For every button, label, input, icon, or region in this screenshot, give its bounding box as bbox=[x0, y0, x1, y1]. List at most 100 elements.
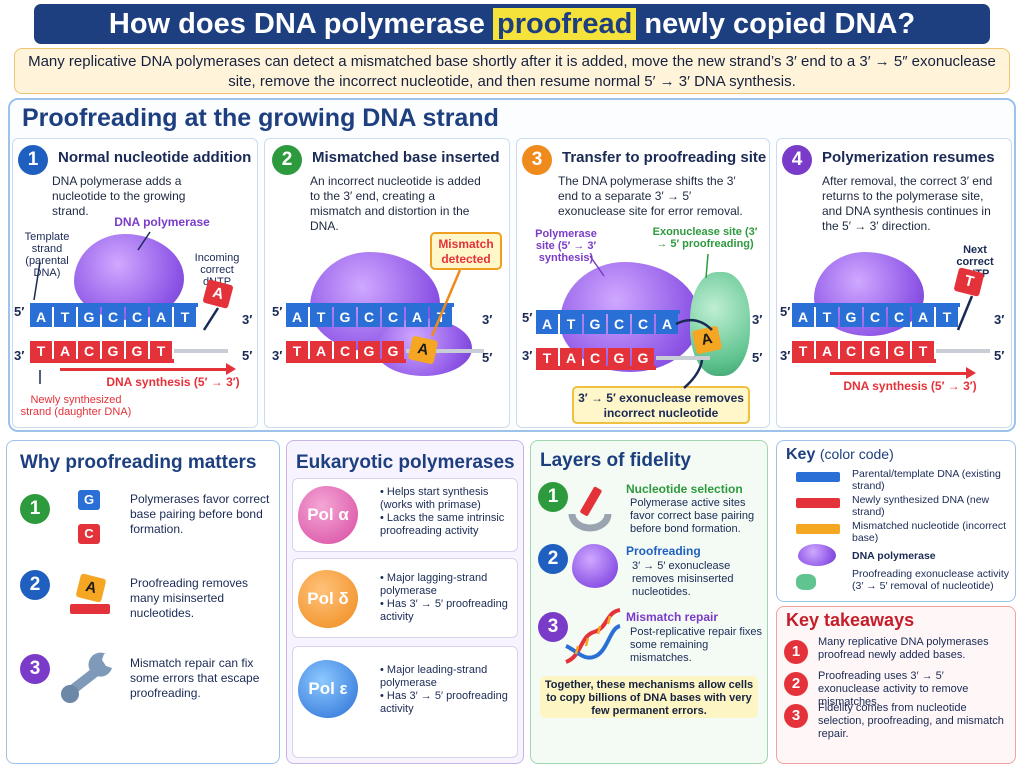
s3-end-5b: 5′ bbox=[752, 350, 763, 365]
exonuclease-site-label: Exonuclease site (3′ → 5′ proofreading) bbox=[652, 226, 758, 250]
new-strand-base: G bbox=[888, 341, 910, 361]
template-strand-base: C bbox=[864, 307, 886, 327]
page-title: How does DNA polymerase proofread newly … bbox=[34, 4, 990, 44]
layer-2-num: 2 bbox=[538, 544, 568, 574]
takeaway-1-num: 1 bbox=[784, 640, 808, 664]
template-strand-base: A bbox=[150, 307, 172, 327]
pol-alpha-b2: Lacks the same intrinsic proofreading ac… bbox=[380, 512, 505, 537]
template-strand-base: C bbox=[382, 307, 404, 327]
takeaway-1-text: Many replicative DNA polymerases proofre… bbox=[818, 636, 989, 661]
step-3-title: Transfer to proofreading site bbox=[562, 149, 767, 166]
new-strand-base: C bbox=[334, 341, 356, 361]
template-overhang bbox=[174, 349, 228, 353]
new-strand-base: T bbox=[286, 341, 308, 361]
template-strand-base: G bbox=[334, 307, 356, 327]
new-strand-base: C bbox=[78, 341, 100, 361]
new-strand-base: G bbox=[358, 341, 380, 361]
new-strand-base: T bbox=[912, 341, 934, 361]
s2-end-5b: 5′ bbox=[482, 350, 493, 365]
template-strand-base: T bbox=[54, 307, 76, 327]
s4-end-5: 5′ bbox=[780, 304, 791, 319]
new-strand-base: A bbox=[310, 341, 332, 361]
pol-delta-b1: Major lagging-strand polymerase bbox=[380, 572, 488, 597]
template-strand-base: T bbox=[816, 307, 838, 327]
polymerase-site-label: Polymerase site (5′ → 3′ synthesis) bbox=[535, 228, 597, 264]
pol-alpha-bullet-1: • Helps start synthesis (works with prim… bbox=[380, 486, 489, 511]
layer-2-head: Proofreading bbox=[626, 544, 701, 558]
takeaway-2-num: 2 bbox=[784, 672, 808, 696]
exonuclease-removes-callout: 3′ → 5′ exonuclease removes incorrect nu… bbox=[572, 386, 750, 424]
new-strand-base: G bbox=[126, 341, 148, 361]
end-5-bottom: 5′ bbox=[242, 348, 253, 363]
new-strand-base: A bbox=[54, 341, 76, 361]
pol-delta-bullets: • Major lagging-strand polymerase • Has … bbox=[380, 572, 514, 624]
new-strand-base: T bbox=[30, 341, 52, 361]
template-strand-base: A bbox=[406, 307, 428, 327]
title-highlight: proofread bbox=[492, 8, 637, 40]
layer-2-text: 3′ → 5′ exonuclease removes misinserted … bbox=[632, 560, 734, 598]
section-title: Proofreading at the growing DNA strand bbox=[22, 104, 499, 132]
pol-epsilon-b1: Major leading-strand polymerase bbox=[380, 664, 488, 689]
takeaways-title: Key takeaways bbox=[786, 610, 915, 630]
takeaway-3-text: Fidelity comes from nucleotide selection… bbox=[818, 702, 1004, 740]
pol-epsilon-bullet-2: • Has 3′ → 5′ proofreading activity bbox=[380, 690, 508, 715]
takeaways-panel bbox=[776, 606, 1016, 764]
s4-end-3: 3′ bbox=[780, 348, 791, 363]
pol-alpha-bullets: • Helps start synthesis (works with prim… bbox=[380, 486, 514, 538]
end-3-bottom: 3′ bbox=[14, 348, 25, 363]
step-3-number: 3 bbox=[522, 145, 552, 175]
why-2-num: 2 bbox=[20, 570, 50, 600]
pol-epsilon-bullets: • Major leading-strand polymerase • Has … bbox=[380, 664, 514, 716]
key-text-orange: Mismatched nucleotide (incorrect base) bbox=[852, 520, 1007, 544]
pol-delta-bullet-2: • Has 3′ → 5′ proofreading activity bbox=[380, 598, 508, 623]
layer-3-num: 3 bbox=[538, 612, 568, 642]
key-text-purple: DNA polymerase bbox=[852, 550, 936, 562]
synthesis-arrowhead bbox=[226, 363, 236, 375]
new-strand-base: A bbox=[560, 348, 582, 368]
why-panel bbox=[6, 440, 280, 764]
s2-end-5: 5′ bbox=[272, 304, 283, 319]
why-title: Why proofreading matters bbox=[20, 452, 257, 473]
c-base-icon: C bbox=[78, 524, 100, 544]
key-panel bbox=[776, 440, 1016, 602]
pol-delta-b2: Has 3′ → 5′ proofreading activity bbox=[380, 598, 508, 623]
template-strand-base: G bbox=[840, 307, 862, 327]
layer-1-head: Nucleotide selection bbox=[626, 482, 743, 496]
step-2-desc: An incorrect nucleotide is added to the … bbox=[310, 174, 481, 233]
step-1-number: 1 bbox=[18, 145, 48, 175]
template-strand-base: C bbox=[608, 314, 630, 334]
pol-alpha-blob: Pol α bbox=[298, 486, 358, 544]
key-swatch-green bbox=[796, 574, 816, 590]
key-swatch-red bbox=[796, 498, 840, 508]
mismatched-nucleotide: A bbox=[407, 335, 439, 365]
template-strand-base: C bbox=[102, 307, 124, 327]
new-strand-base: C bbox=[840, 341, 862, 361]
layer-3-head: Mismatch repair bbox=[626, 610, 719, 624]
key-swatch-purple bbox=[798, 544, 836, 566]
newly-strand-label: Newly synthesized strand (daughter DNA) bbox=[20, 394, 132, 418]
template-overhang bbox=[406, 349, 484, 353]
key-text-green: Proofreading exonuclease activity (3′ → … bbox=[852, 568, 1010, 592]
key-title-main: Key bbox=[786, 446, 816, 463]
s4-end-5b: 5′ bbox=[994, 348, 1005, 363]
s2-end-3b: 3′ bbox=[482, 312, 493, 327]
wrench-icon bbox=[61, 652, 112, 703]
template-strand-base: A bbox=[30, 307, 52, 327]
new-strand-base: C bbox=[584, 348, 606, 368]
key-text-red: Newly synthesized DNA (new strand) bbox=[852, 494, 990, 518]
step-2-title: Mismatched base inserted bbox=[312, 149, 500, 166]
s3-end-3b: 3′ bbox=[752, 312, 763, 327]
g-base-icon: G bbox=[78, 490, 100, 510]
synthesis-arrow-4 bbox=[830, 372, 970, 375]
new-strand-base: T bbox=[536, 348, 558, 368]
why-1-text: Polymerases favor correct base pairing b… bbox=[130, 492, 270, 536]
layer-3-text: Post-replicative repair fixes some remai… bbox=[630, 626, 763, 664]
pol-epsilon-b2: Has 3′ → 5′ proofreading activity bbox=[380, 690, 508, 715]
title-post: newly copied DNA? bbox=[636, 8, 916, 40]
nucleotide-selection-icon bbox=[568, 486, 612, 532]
s3-end-5: 5′ bbox=[522, 310, 533, 325]
layer-1-num: 1 bbox=[538, 482, 568, 512]
s3-end-3: 3′ bbox=[522, 348, 533, 363]
